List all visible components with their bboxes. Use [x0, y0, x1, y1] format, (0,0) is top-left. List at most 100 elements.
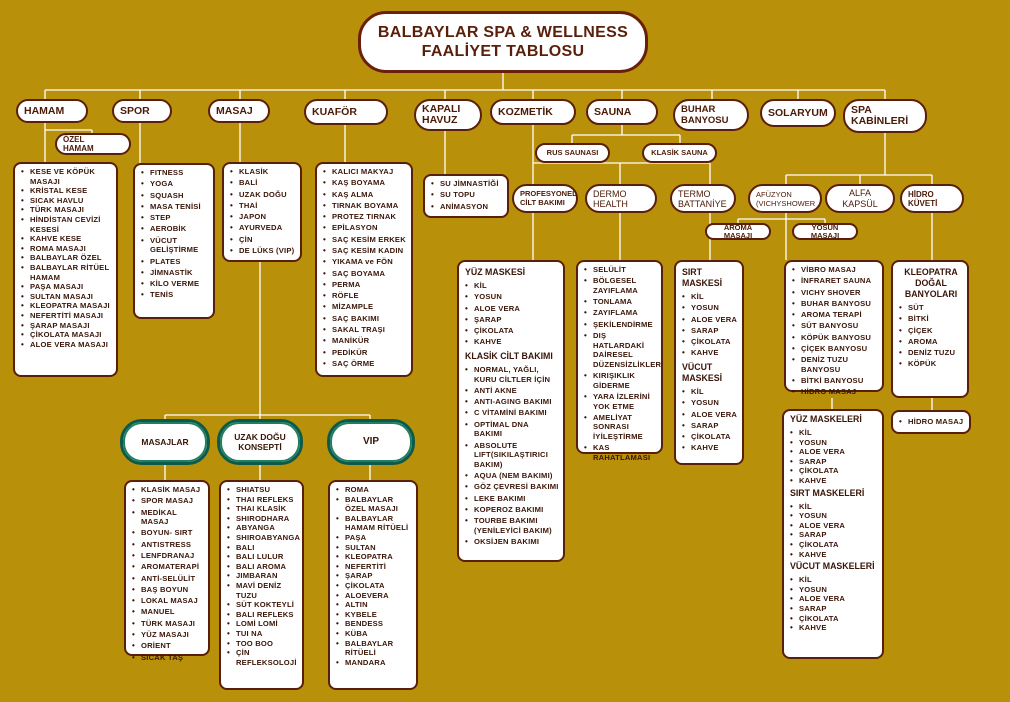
list-item: BAŞ BOYUN	[132, 585, 204, 595]
list-item: KALICI MAKYAJ	[323, 167, 407, 177]
list-item: KAHVE	[682, 348, 738, 358]
category-label: SPOR	[120, 104, 150, 117]
list-item: BALBAYLAR ÖZEL	[21, 253, 112, 263]
sub-profesyonel-cilt-bakimi[interactable]: PROFESYONEL CİLT BAKIMI	[512, 184, 578, 213]
hidro-items: HİDRO MASAJ	[899, 417, 965, 427]
list-item: HİDRO MASAJ	[899, 417, 965, 427]
list-item: SARAP	[682, 421, 738, 431]
category-hamam[interactable]: HAMAM	[16, 99, 88, 123]
sub-alfa-kapsul[interactable]: ALFA KAPSÜL	[825, 184, 895, 213]
list-item: MANUEL	[132, 607, 204, 617]
list-item: BİTKİ	[899, 314, 963, 324]
list-item: BALI LULUR	[227, 552, 298, 562]
category-spa-kabinleri[interactable]: SPA KABİNLERİ	[843, 99, 927, 133]
list-item: ANTISTRESS	[132, 540, 204, 550]
list-item: SU TOPU	[431, 190, 503, 200]
afuzyon-items: VİBRO MASAJİNFRARET SAUNAVICHY SHOVERBUH…	[792, 265, 878, 397]
category-kozmetik[interactable]: KOZMETİK	[490, 99, 576, 125]
list-item: PEDİKÜR	[323, 348, 407, 358]
vucut-maskeleri-items: KİLYOSUNALOE VERASARAPÇİKOLATAKAHVE	[790, 575, 878, 633]
list-item: PERMA	[323, 280, 407, 290]
list-item: UZAK DOĞU	[230, 190, 296, 200]
category-solaryum[interactable]: SOLARYUM	[760, 99, 836, 127]
list-item: JAPON	[230, 212, 296, 222]
category-buhar-banyosu[interactable]: BUHAR BANYOSU	[673, 99, 749, 131]
list-item: YOSUN	[465, 292, 559, 302]
list-item: ANTİ-SELÜLİT	[132, 574, 204, 584]
list-item: OPTİMAL DNA BAKIMI	[465, 420, 559, 439]
concept-uzak-dogu[interactable]: UZAK DOĞU KONSEPTİ	[217, 419, 303, 465]
list-item: BALİ	[230, 178, 296, 188]
list-item: BALI REFLEKS	[227, 610, 298, 620]
sub-aroma-masaji[interactable]: AROMA MASAJI	[705, 223, 771, 240]
list-item: ANTİ AKNE	[465, 386, 559, 396]
spor-items: FITNESSYOGASQUASHMASA TENİSİSTEPAEROBİKV…	[141, 168, 209, 300]
list-item: BİTKİ BANYOSU	[792, 376, 878, 386]
sub-afuzyon[interactable]: AFÜZYON (VICHYSHOWER	[748, 184, 822, 213]
list-item: SELÜLİT	[584, 265, 657, 275]
sub-klasik-sauna[interactable]: KLASİK SAUNA	[642, 143, 717, 163]
category-label: SAUNA	[594, 105, 632, 118]
list-afuzyon: VİBRO MASAJİNFRARET SAUNAVICHY SHOVERBUH…	[784, 260, 884, 397]
category-kuafor[interactable]: KUAFÖR	[304, 99, 388, 125]
list-item: ROMA	[336, 485, 412, 495]
category-label: BUHAR BANYOSU	[681, 104, 729, 126]
concept-masajlar[interactable]: MASAJLAR	[120, 419, 210, 465]
list-item: SAÇ KESİM KADIN	[323, 246, 407, 256]
sub-ozel-hamam[interactable]: ÖZEL HAMAM	[55, 133, 131, 155]
list-item: BALBAYLAR RİTÜEL HAMAM	[21, 263, 112, 282]
list-item: KAŞ ALMA	[323, 190, 407, 200]
concept-label: UZAK DOĞU KONSEPTİ	[234, 432, 286, 452]
category-kapali-havuz[interactable]: KAPALI HAVUZ	[414, 99, 482, 131]
list-item: JİMNASTİK	[141, 268, 209, 278]
list-item: SHIATSU	[227, 485, 298, 495]
list-item: STEP	[141, 213, 209, 223]
list-item: THAI KLASİK	[227, 504, 298, 514]
list-item: BENDESS	[336, 619, 412, 629]
sub-label: AROMA MASAJI	[723, 222, 753, 240]
sub-yosun-masaji[interactable]: YOSUN MASAJI	[792, 223, 858, 240]
list-kapali-havuz: SU JİMNASTİĞİSU TOPUANİMASYON	[423, 174, 509, 218]
sub-termo-battaniye[interactable]: TERMO BATTANİYE	[670, 184, 736, 213]
list-item: TOO BOO	[227, 639, 298, 649]
sub-label: AFÜZYON (VICHYSHOWER	[756, 189, 816, 208]
sub-hidro-kuveti[interactable]: HİDRO KÜVETİ	[900, 184, 964, 213]
list-item: RÖFLE	[323, 291, 407, 301]
list-item: İNFRARET SAUNA	[792, 276, 878, 286]
list-item: SAÇ BAKIMI	[323, 314, 407, 324]
list-item: MEDİKAL MASAJ	[132, 508, 204, 527]
list-item: MAVİ DENİZ TUZU	[227, 581, 298, 600]
list-item: LOMİ LOMİ	[227, 619, 298, 629]
list-item: HİDRO MASAJ	[792, 387, 878, 397]
list-item: DENİZ TUZU BANYOSU	[792, 355, 878, 374]
list-item: AYURVEDA	[230, 223, 296, 233]
list-item: SAÇ KESİM ERKEK	[323, 235, 407, 245]
category-sauna[interactable]: SAUNA	[586, 99, 658, 125]
list-item: THAI REFLEKS	[227, 495, 298, 505]
list-item: PAŞA	[336, 533, 412, 543]
category-spor[interactable]: SPOR	[112, 99, 172, 123]
list-item: ALOE VERA	[790, 447, 878, 457]
list-hamam: KESE VE KÖPÜK MASAJIKRİSTAL KESESICAK HA…	[13, 162, 118, 377]
vucut-maskesi-items: KİLYOSUNALOE VERASARAPÇİKOLATAKAHVE	[682, 387, 738, 453]
list-item: SARAP	[790, 530, 878, 540]
list-item: SARAP	[682, 326, 738, 336]
list-masaj: KLASİKBALİUZAK DOĞUTHAİJAPONAYURVEDAÇİND…	[222, 162, 302, 262]
page-title: BALBAYLAR SPA & WELLNESS FAALİYET TABLOS…	[358, 11, 648, 73]
list-item: AROMATERAPİ	[132, 562, 204, 572]
sub-rus-saunasi[interactable]: RUS SAUNASI	[535, 143, 610, 163]
list-item: KAHVE	[790, 476, 878, 486]
sub-label: ALFA KAPSÜL	[842, 187, 878, 209]
concept-vip[interactable]: VIP	[327, 419, 415, 465]
category-masaj[interactable]: MASAJ	[208, 99, 270, 123]
sirt-maskesi-items: KİLYOSUNALOE VERASARAPÇİKOLATAKAHVE	[682, 292, 738, 358]
list-item: MASA TENİSİ	[141, 202, 209, 212]
list-item: KAS RAHATLAMASI	[584, 443, 657, 462]
section-title: VÜCUT MASKESİ	[682, 362, 723, 383]
section-title: KLEOPATRA DOĞAL BANYOLARI	[904, 267, 958, 299]
list-item: DIŞ HATLARDAKİ DAİRESEL DÜZENSİZLİKLER	[584, 331, 661, 369]
sub-dermo-health[interactable]: DERMO HEALTH	[585, 184, 657, 213]
list-item: ZAYIFLAMA	[584, 308, 657, 318]
list-item: YOSUN	[790, 585, 878, 595]
section-title: KLASİK CİLT BAKIMI	[465, 351, 553, 361]
